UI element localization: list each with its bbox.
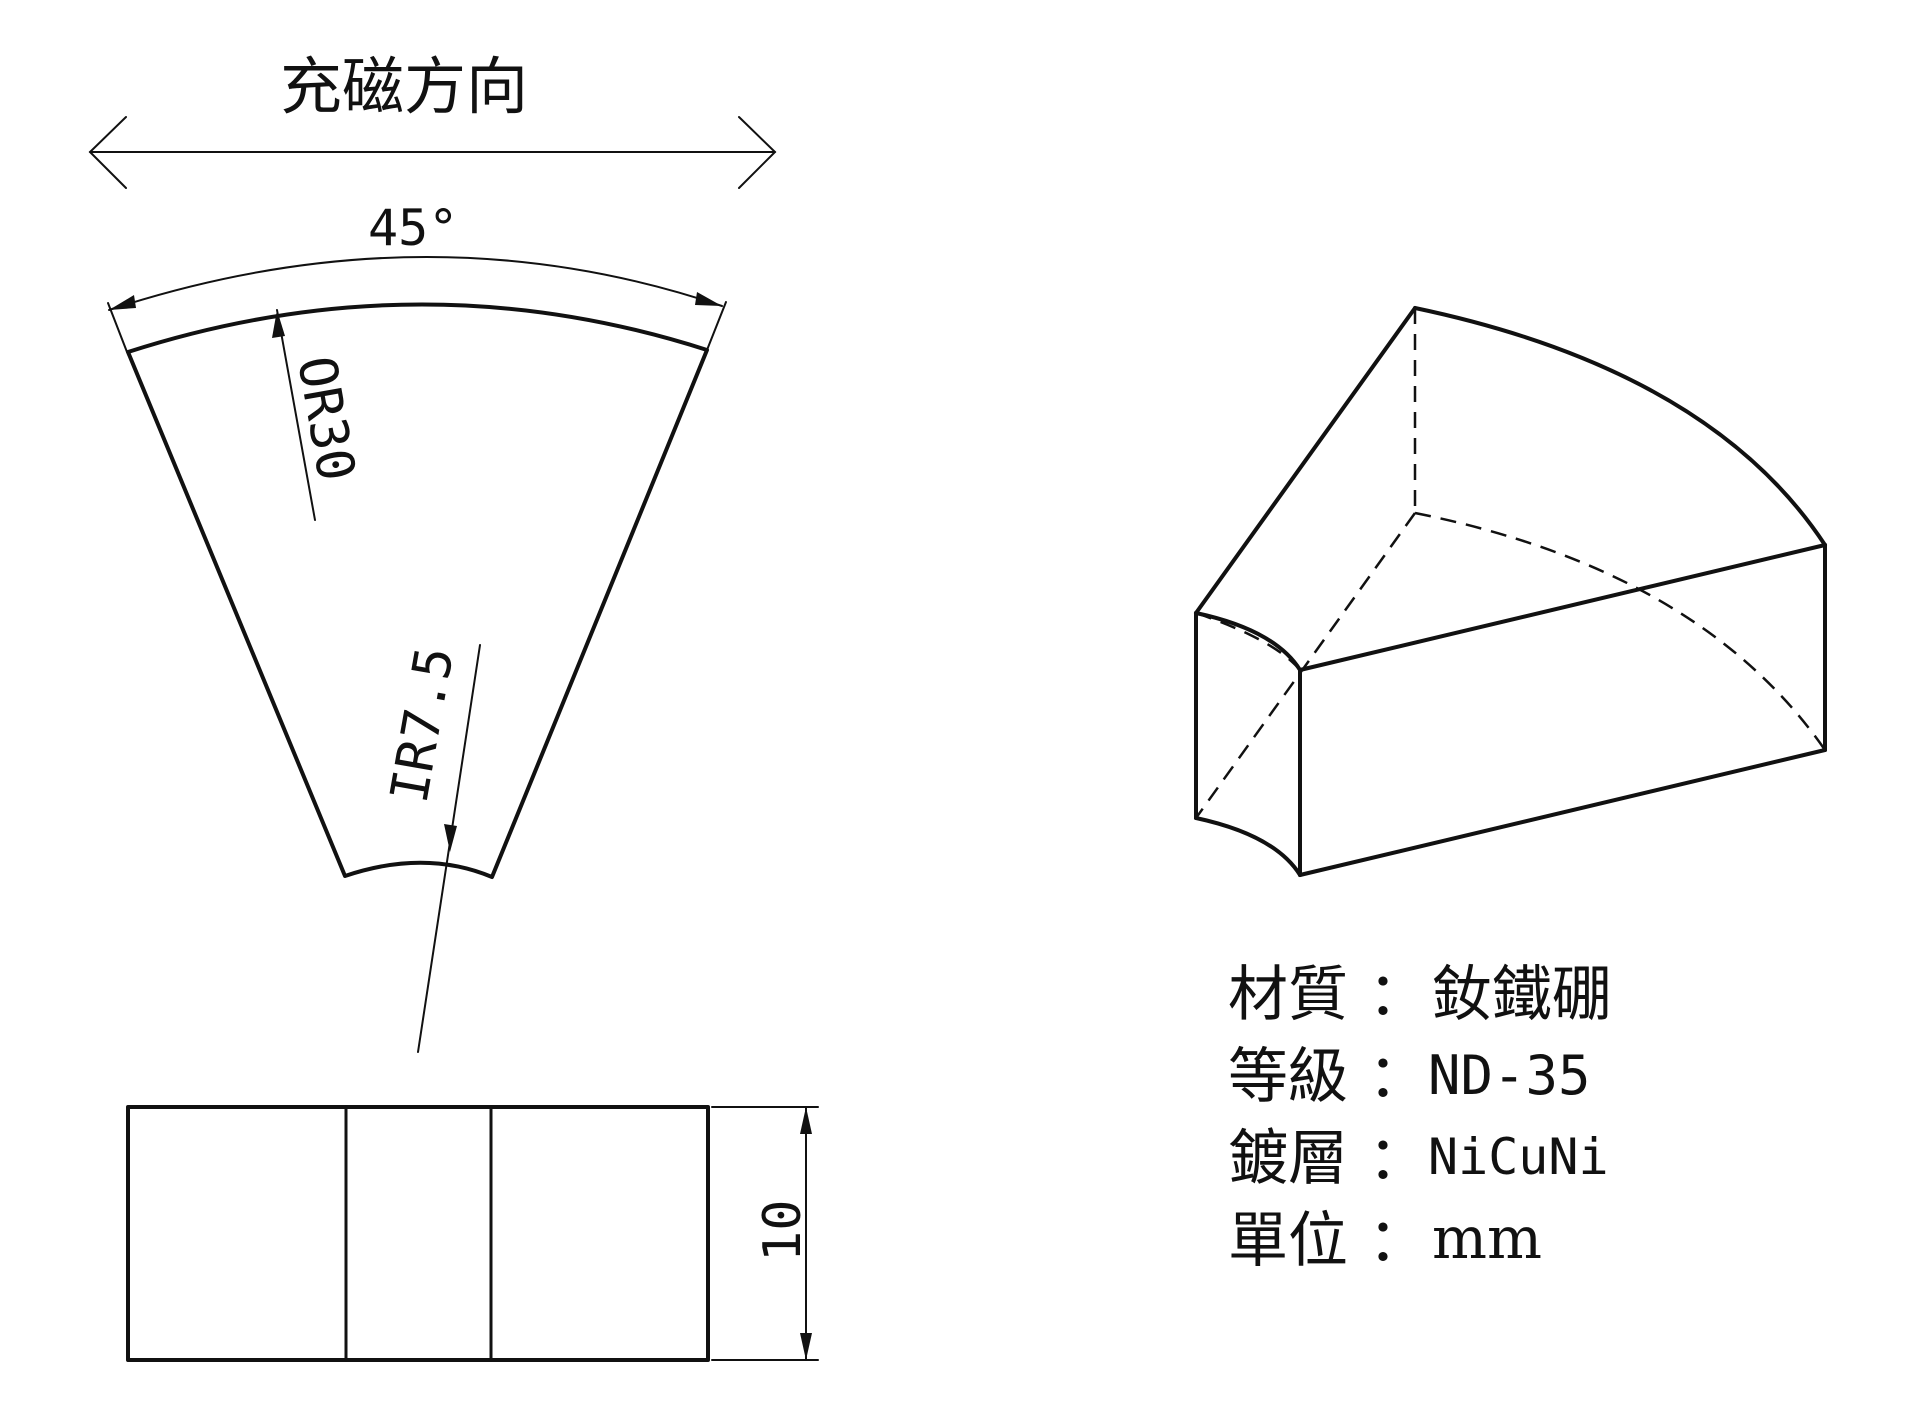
outer-radius-leader [276,309,316,521]
angle-dimension-arc [108,256,723,311]
iso-bottom-inner-arc [1194,816,1302,877]
angle-dimension-label: 45° [368,199,458,257]
material-label: 材質 [1228,960,1348,1030]
isometric-view [1194,306,1827,877]
inner-radius-leader [417,644,481,1053]
thickness-label: 10 [753,1199,813,1262]
thickness-arrowhead-bottom [800,1333,812,1360]
spec-material-row: 材質 ： 釹鐵硼 [1228,960,1612,1030]
grade-label: 等級 [1228,1042,1348,1112]
angle-extension-left [107,302,128,353]
coating-separator: ： [1368,1124,1428,1194]
iso-top-front-edge [1298,543,1827,672]
angle-extension-right [706,301,727,351]
iso-hidden-bottom-arc [1414,511,1827,751]
magnetization-label: 充磁方向 [280,50,528,123]
magnetization-arrow-left-head [88,116,127,189]
iso-top-outer-arc [1413,306,1827,547]
angle-arrowhead-right [695,292,722,306]
thickness-arrowhead-top [800,1107,812,1134]
top-view: 45° OR30 IR7.5 [107,199,727,1053]
material-value: 釹鐵硼 [1432,960,1612,1030]
spec-unit-row: 單位 ： mm [1228,1204,1542,1276]
unit-separator: ： [1368,1206,1428,1276]
outer-radius-label: OR30 [285,352,366,486]
grade-separator: ： [1368,1042,1428,1112]
magnetization-direction: 充磁方向 [88,50,777,189]
coating-label: 鍍層 [1228,1124,1348,1194]
coating-value: NiCuNi [1428,1128,1609,1186]
outer-radius-arrowhead [272,310,285,338]
front-view: 10 [126,1105,819,1362]
front-view-outline [126,1105,710,1362]
spec-grade-row: 等級 ： ND-35 [1228,1042,1591,1112]
spec-block: 材質 ： 釹鐵硼 等級 ： ND-35 鍍層 ： NiCuNi 單位 ： mm [1228,960,1612,1276]
magnetization-arrow-right-head [738,116,777,189]
iso-bottom-front-edge [1298,748,1827,877]
unit-value: mm [1432,1204,1542,1272]
inner-radius-label: IR7.5 [380,643,466,808]
grade-value: ND-35 [1428,1044,1591,1107]
iso-top-inner-arc [1194,611,1302,672]
iso-hidden-inner-arc [1195,611,1301,671]
unit-label: 單位 [1228,1206,1348,1276]
segment-outline [126,302,709,879]
iso-hidden-bottom-side-edge [1194,512,1417,819]
spec-coating-row: 鍍層 ： NiCuNi [1228,1124,1609,1194]
material-separator: ： [1368,960,1428,1030]
inner-radius-arrowhead [444,824,457,852]
angle-arrowhead-left [109,295,136,310]
iso-top-side-edge [1194,306,1417,615]
